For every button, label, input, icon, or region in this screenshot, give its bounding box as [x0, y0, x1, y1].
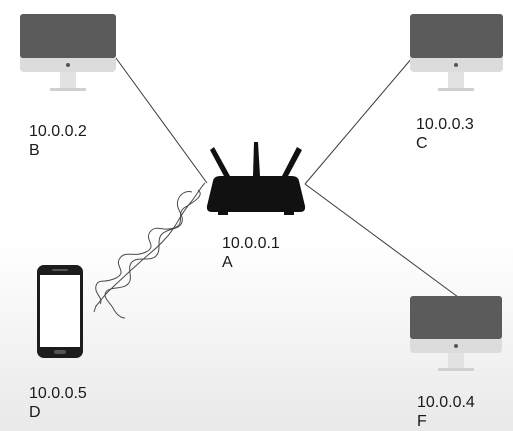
phone-speaker: [52, 269, 68, 271]
node-ip: 10.0.0.1: [222, 235, 280, 252]
monitor-button-dot: [66, 63, 70, 67]
wireless-wave-b: [104, 191, 193, 319]
monitor-screen: [410, 296, 502, 339]
router-antenna-center: [253, 142, 260, 176]
router-antenna-right: [282, 147, 302, 178]
node-name: C: [416, 135, 428, 152]
monitor-base: [438, 88, 474, 91]
link-b-to-a: [112, 53, 208, 184]
node-ip: 10.0.0.4: [417, 394, 475, 411]
node-label-f: 10.0.0.4 F: [417, 393, 475, 431]
router-body: [206, 176, 306, 212]
phone-home-button: [54, 350, 66, 354]
node-name: A: [222, 254, 233, 271]
router-foot-right: [284, 212, 294, 215]
router-antenna-left: [210, 147, 230, 178]
link-c-to-a: [304, 57, 413, 185]
desktop-computer-b: [20, 14, 116, 91]
wireless-wave-c: [95, 189, 201, 305]
monitor-stand: [60, 72, 76, 88]
node-label-a: 10.0.0.1 A: [222, 234, 280, 272]
node-label-c: 10.0.0.3 C: [416, 115, 474, 153]
monitor-screen: [410, 14, 503, 58]
node-ip: 10.0.0.5: [29, 385, 87, 402]
smartphone-icon: [37, 265, 83, 358]
phone-screen: [40, 275, 80, 347]
node-ip: 10.0.0.2: [29, 123, 87, 140]
node-name: B: [29, 142, 40, 159]
monitor-button-dot: [454, 344, 458, 348]
desktop-computer-c: [410, 14, 503, 91]
monitor-stand: [448, 72, 464, 88]
desktop-computer-f: [410, 296, 502, 371]
node-label-b: 10.0.0.2 B: [29, 122, 87, 160]
link-f-to-a: [304, 183, 459, 298]
router-foot-left: [218, 212, 228, 215]
node-ip: 10.0.0.3: [416, 116, 474, 133]
node-label-d: 10.0.0.5 D: [29, 384, 87, 422]
node-name: F: [417, 413, 427, 430]
monitor-screen: [20, 14, 116, 58]
monitor-stand: [448, 353, 464, 368]
links: [112, 53, 459, 298]
node-name: D: [29, 404, 41, 421]
monitor-button-dot: [454, 63, 458, 67]
monitor-base: [438, 368, 474, 371]
wifi-router-icon: [206, 142, 306, 215]
wireless-link-d-to-a: [93, 182, 206, 319]
monitor-base: [50, 88, 86, 91]
wireless-wave-a: [93, 182, 206, 313]
